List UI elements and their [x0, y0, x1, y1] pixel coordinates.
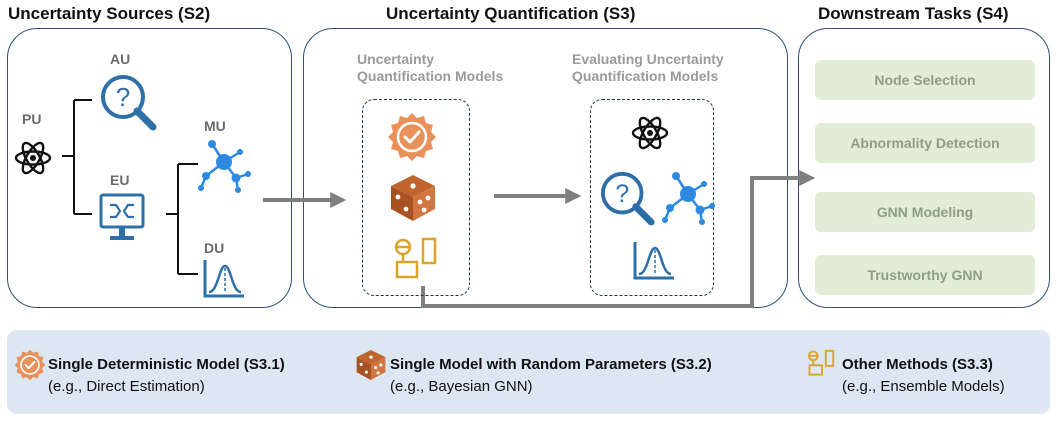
dice-icon — [356, 349, 386, 381]
task-trustworthy-gnn: Trustworthy GNN — [815, 255, 1035, 295]
au-label: AU — [110, 51, 131, 67]
ensemble-icon — [394, 237, 437, 279]
magnifier-question-icon: ? — [600, 171, 655, 226]
downstream-title: Downstream Tasks (S4) — [818, 4, 1009, 23]
atom-icon — [631, 116, 669, 150]
svg-text:?: ? — [116, 82, 130, 112]
legend-panel — [7, 330, 1050, 414]
network-icon — [198, 140, 251, 193]
legend-item-1-title: Single Deterministic Model (S3.1) — [48, 356, 285, 373]
badge-check-icon — [14, 349, 46, 381]
models-title-line1: Uncertainty — [357, 51, 435, 67]
monitor-icon — [99, 193, 145, 240]
quantification-title: Uncertainty Quantification (S3) — [386, 4, 636, 23]
du-label: DU — [204, 240, 225, 256]
network-icon — [662, 172, 715, 225]
models-title-line2: Quantification Models — [357, 68, 504, 84]
magnifier-question-icon: ? — [101, 75, 157, 131]
pu-label: PU — [22, 111, 42, 127]
models-dashed-box — [362, 99, 470, 296]
legend-item-3-example: (e.g., Ensemble Models) — [842, 378, 1005, 395]
legend-item-2-example: (e.g., Bayesian GNN) — [390, 378, 533, 395]
legend-item-2-title: Single Model with Random Parameters (S3.… — [390, 356, 712, 373]
svg-text:?: ? — [615, 180, 629, 208]
eval-title-line2: Quantification Models — [572, 68, 719, 84]
dice-icon — [391, 175, 435, 221]
eu-label: EU — [110, 172, 130, 188]
eval-title: Evaluating Uncertainty Quantification Mo… — [572, 51, 724, 85]
task-gnn-modeling: GNN Modeling — [815, 192, 1035, 232]
atom-icon — [14, 141, 52, 175]
eval-title-line1: Evaluating Uncertainty — [572, 51, 724, 67]
sources-tree-lines — [62, 99, 198, 275]
task-node-selection: Node Selection — [815, 60, 1035, 100]
ensemble-icon — [807, 349, 835, 376]
legend-item-3-title: Other Methods (S3.3) — [842, 356, 993, 373]
eval-dashed-box — [590, 99, 714, 296]
models-title: Uncertainty Quantification Models — [357, 51, 503, 85]
downstream-panel — [798, 28, 1050, 308]
sources-title: Uncertainty Sources (S2) — [8, 4, 211, 23]
legend-item-1-example: (e.g., Direct Estimation) — [48, 378, 205, 395]
distribution-curve-icon — [203, 260, 244, 298]
task-abnormality-detection: Abnormality Detection — [815, 123, 1035, 163]
mu-label: MU — [204, 118, 226, 134]
distribution-curve-icon — [633, 242, 674, 280]
sources-panel — [7, 28, 292, 308]
badge-check-icon — [388, 113, 436, 161]
